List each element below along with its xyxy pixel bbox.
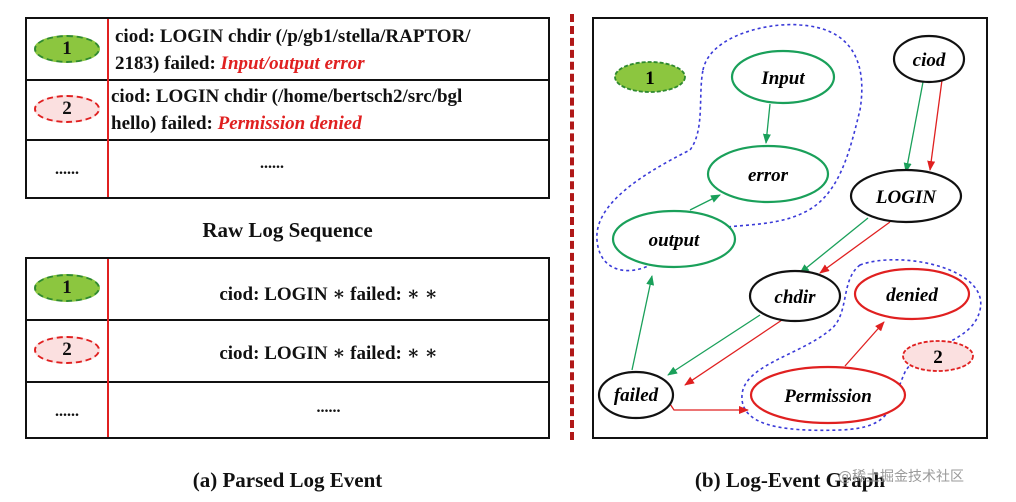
- parsed-caption: (a) Parsed Log Event: [192, 468, 383, 492]
- column-divider: [107, 259, 109, 437]
- node-ciod-label: ciod: [913, 50, 946, 71]
- ellipsis: ......: [55, 161, 79, 178]
- error-message: Input/output error: [220, 53, 365, 74]
- parsed-row-2: 2 ciod: LOGIN ∗ failed: ∗ ∗: [27, 319, 548, 381]
- edge-ciod-login-green: [903, 81, 924, 173]
- raw-log-line: 2183) failed: Input/output error: [115, 50, 540, 77]
- event-1-badge: 1: [34, 274, 100, 302]
- node-output: output: [611, 209, 737, 269]
- edge-input-error: [762, 103, 771, 144]
- parsed-row-3: ...... ......: [27, 381, 548, 437]
- node-failed: failed: [597, 370, 675, 420]
- raw-log-line: ciod: LOGIN chdir (/home/bertsch2/src/bg…: [111, 86, 463, 107]
- group-1-badge: 1: [614, 61, 686, 93]
- node-chdir-label: chdir: [774, 287, 816, 308]
- edge-chdir-failed-red: [684, 319, 783, 386]
- panel-separator: [570, 14, 574, 440]
- node-ciod: ciod: [892, 34, 966, 84]
- group-2-badge: 2: [902, 340, 974, 372]
- node-login: LOGIN: [849, 168, 963, 224]
- raw-log-text-1: ciod: LOGIN chdir (/p/gb1/stella/RAPTOR/…: [115, 23, 540, 77]
- sequence-2-badge: 2: [34, 95, 100, 123]
- parsed-event-text-2: ciod: LOGIN ∗ failed: ∗ ∗: [219, 343, 438, 364]
- ellipsis: ......: [260, 155, 284, 172]
- edge-login-chdir-red: [819, 221, 891, 274]
- node-permission: Permission: [749, 365, 907, 425]
- node-permission-label: Permission: [783, 386, 872, 407]
- parsed-log-table: 1 ciod: LOGIN ∗ failed: ∗ ∗ 2 ciod: LOGI…: [25, 257, 550, 439]
- log-event-graph-frame: [592, 17, 988, 439]
- raw-log-table: 1 ciod: LOGIN chdir (/p/gb1/stella/RAPTO…: [25, 17, 550, 199]
- event-2-badge: 2: [34, 336, 100, 364]
- node-output-label: output: [649, 230, 700, 251]
- raw-log-line-prefix: 2183) failed:: [115, 53, 221, 74]
- raw-log-line: ciod: LOGIN chdir (/p/gb1/stella/RAPTOR/: [115, 26, 471, 47]
- edge-failed-output: [631, 275, 655, 371]
- ellipsis: ......: [55, 403, 79, 420]
- raw-log-line-prefix: hello) failed:: [111, 113, 218, 134]
- ellipsis: ......: [316, 399, 341, 416]
- node-error-label: error: [748, 165, 789, 186]
- group-2-label: 2: [933, 347, 943, 368]
- raw-log-row-2: 2 ciod: LOGIN chdir (/home/bertsch2/src/…: [27, 79, 548, 139]
- edge-ciod-login-red: [927, 79, 943, 171]
- graph-caption: (b) Log-Event Graph: [694, 468, 886, 492]
- error-message: Permission denied: [217, 113, 362, 134]
- node-chdir: chdir: [748, 269, 842, 323]
- raw-log-row-1: 1 ciod: LOGIN chdir (/p/gb1/stella/RAPTO…: [27, 19, 548, 79]
- column-divider: [107, 19, 109, 197]
- edge-permission-denied: [844, 321, 885, 367]
- raw-log-row-3: ...... ......: [27, 139, 548, 197]
- node-input: Input: [730, 49, 836, 105]
- node-login-label: LOGIN: [875, 187, 937, 208]
- node-denied: denied: [853, 267, 971, 321]
- parsed-event-text-1: ciod: LOGIN ∗ failed: ∗ ∗: [219, 284, 438, 305]
- edge-login-chdir-green: [799, 217, 869, 274]
- sequence-1-badge: 1: [34, 35, 100, 63]
- group-2-outline: [741, 259, 982, 432]
- edge-failed-permission: [669, 403, 749, 414]
- group-1-label: 1: [645, 68, 655, 89]
- raw-log-caption: Raw Log Sequence: [202, 218, 373, 242]
- node-input-label: Input: [760, 68, 805, 89]
- watermark: @稀土掘金技术社区: [838, 469, 964, 485]
- node-denied-label: denied: [886, 285, 938, 306]
- node-error: error: [706, 144, 830, 204]
- parsed-row-1: 1 ciod: LOGIN ∗ failed: ∗ ∗: [27, 259, 548, 319]
- edge-chdir-failed-green: [667, 314, 761, 376]
- raw-log-line: hello) failed: Permission denied: [111, 110, 540, 137]
- edge-output-error: [689, 194, 721, 211]
- node-failed-label: failed: [614, 385, 659, 406]
- raw-log-text-2: ciod: LOGIN chdir (/home/bertsch2/src/bg…: [111, 83, 540, 137]
